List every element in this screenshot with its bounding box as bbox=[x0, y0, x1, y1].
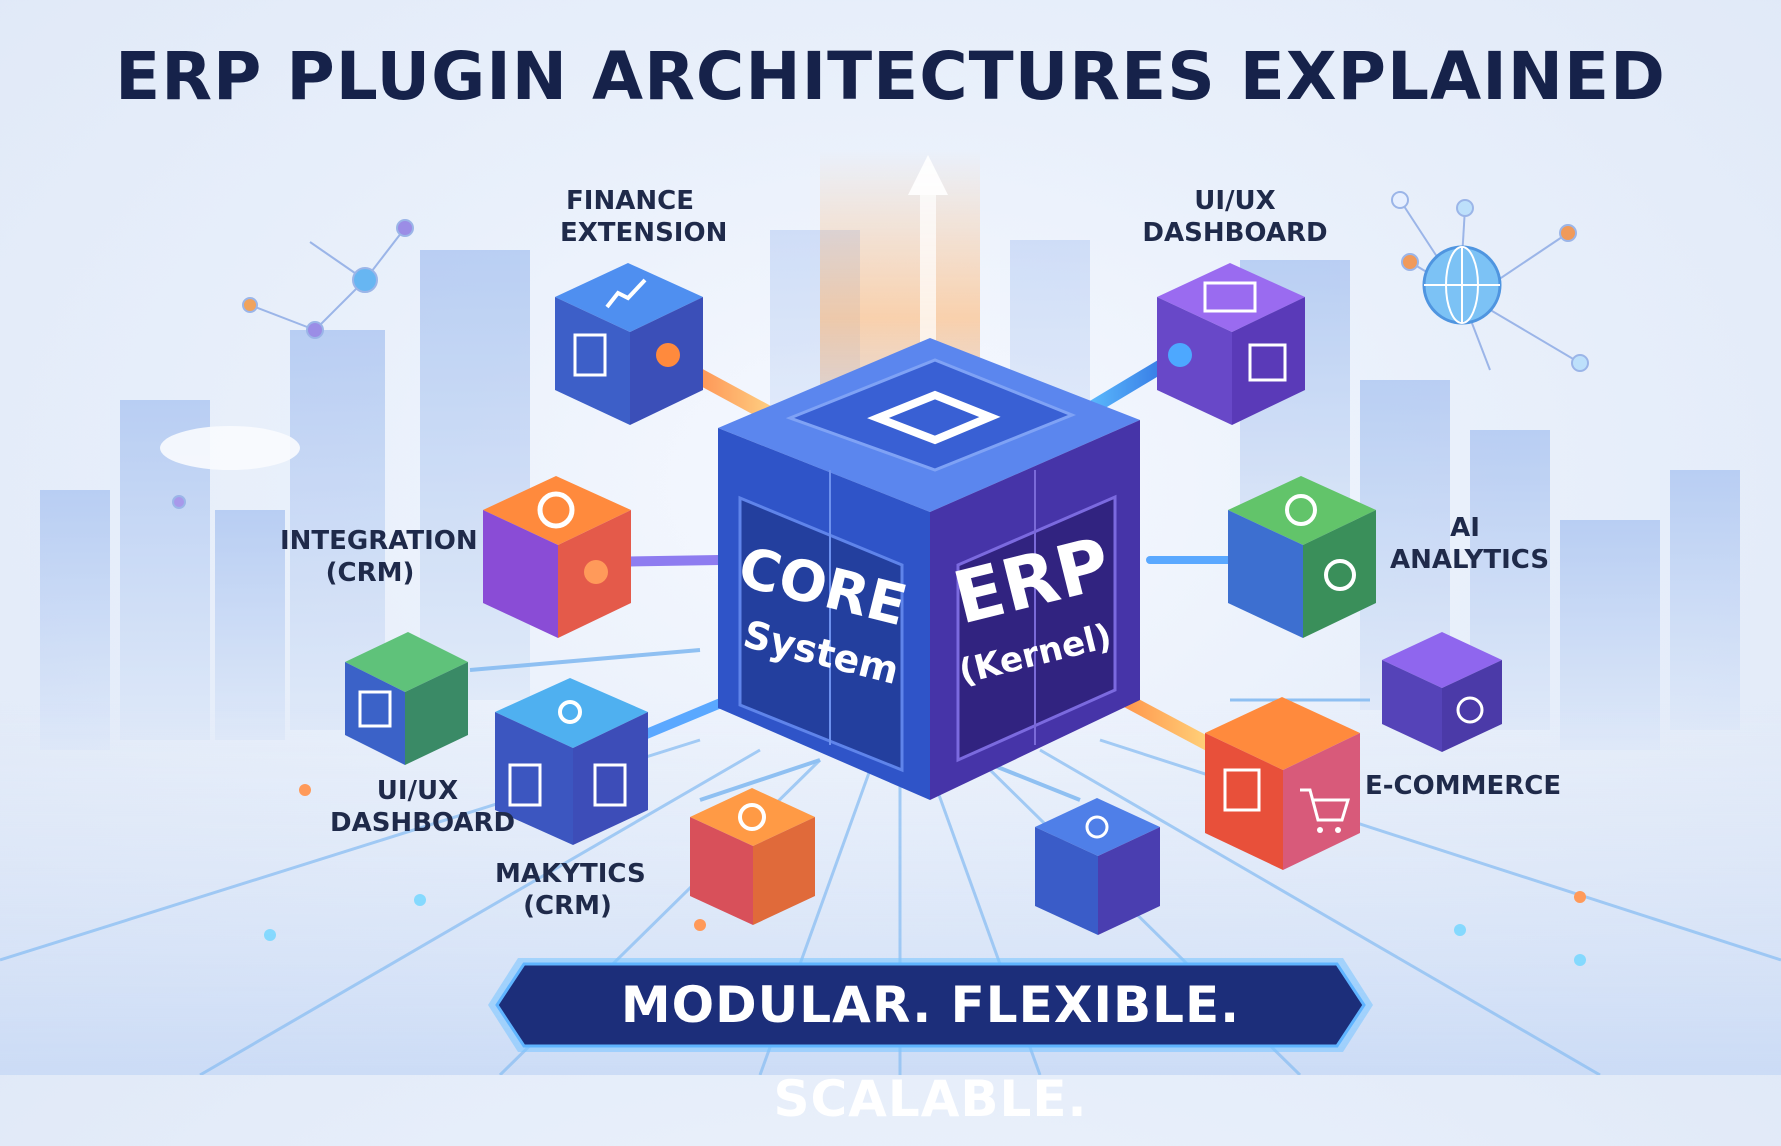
label-uiux-top-line1: UI/UX bbox=[1194, 186, 1276, 216]
core-erp-cube: CORE System ERP (Kernel) bbox=[718, 338, 1140, 800]
ecommerce-cube bbox=[1205, 697, 1360, 870]
label-integration-crm: INTEGRATION (CRM) bbox=[280, 525, 478, 589]
label-finance-line1: FINANCE bbox=[566, 186, 694, 216]
label-makytics-crm: MAKYTICS (CRM) bbox=[495, 858, 646, 922]
label-ai-analytics: AI ANALYTICS bbox=[1390, 512, 1550, 576]
label-finance-line2: EXTENSION bbox=[560, 218, 728, 248]
network-nodes-right bbox=[1391, 191, 1589, 372]
integration-crm-cube bbox=[483, 476, 631, 638]
label-makytics-line2: (CRM) bbox=[523, 891, 612, 921]
label-uiux-dashboard-top: UI/UX DASHBOARD bbox=[1140, 185, 1330, 249]
finance-extension-cube bbox=[555, 263, 703, 425]
banner-frame bbox=[488, 958, 1373, 1052]
label-ai-line2: ANALYTICS bbox=[1390, 545, 1550, 575]
label-finance-extension: FINANCE EXTENSION bbox=[560, 185, 728, 249]
label-uiux-top-line2: DASHBOARD bbox=[1142, 218, 1328, 248]
tagline-text: MODULAR. FLEXIBLE. SCALABLE. bbox=[620, 976, 1241, 1128]
label-ecommerce: E-COMMERCE bbox=[1365, 770, 1562, 802]
label-integration-line2: (CRM) bbox=[325, 558, 415, 588]
analytics-cube-small-left bbox=[345, 632, 468, 765]
network-nodes-left bbox=[172, 219, 414, 509]
makytics-crm-cube bbox=[690, 788, 815, 925]
uiux-dashboard-cube-top bbox=[1157, 263, 1305, 425]
integration-cube-bottom bbox=[1035, 798, 1160, 935]
label-makytics-line1: MAKYTICS bbox=[495, 859, 646, 889]
label-uiux-dashboard-bottom: UI/UX DASHBOARD bbox=[330, 775, 516, 839]
label-ecommerce-line1: E-COMMERCE bbox=[1365, 771, 1562, 801]
label-ai-line1: AI bbox=[1450, 513, 1480, 543]
label-integration-line1: INTEGRATION bbox=[280, 526, 478, 556]
page-title: ERP PLUGIN ARCHITECTURES EXPLAINED bbox=[115, 38, 1666, 115]
label-uiux-bottom-line1: UI/UX bbox=[376, 776, 459, 806]
uiux-dashboard-cube-bottom bbox=[495, 678, 648, 845]
label-uiux-bottom-line2: DASHBOARD bbox=[330, 808, 516, 838]
architecture-diagram: CORE System ERP (Kernel) bbox=[0, 150, 1781, 1075]
wallet-cube-right bbox=[1382, 632, 1502, 752]
ai-analytics-cube bbox=[1228, 476, 1376, 638]
tagline-banner: MODULAR. FLEXIBLE. SCALABLE. bbox=[488, 958, 1373, 1128]
